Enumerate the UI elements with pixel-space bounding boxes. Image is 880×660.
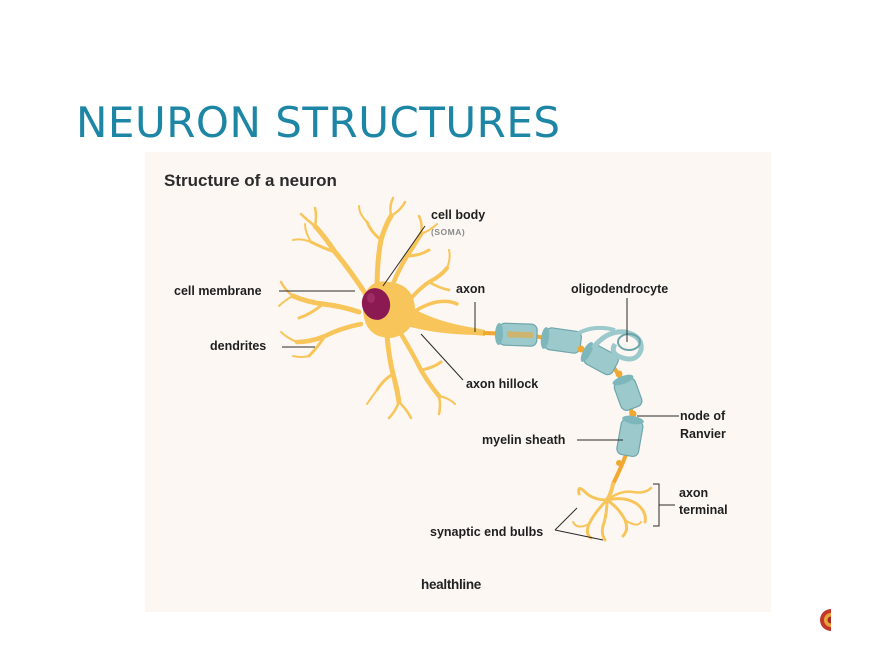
figure-title: Structure of a neuron	[164, 171, 337, 190]
label-myelin-sheath: myelin sheath	[482, 433, 565, 447]
label-axon-hillock: axon hillock	[466, 377, 538, 391]
axon-hillock-shape	[407, 306, 485, 336]
leader-lines	[279, 225, 679, 541]
label-axon-terminal-line1: axon	[679, 486, 708, 500]
myelinated-axon	[482, 322, 644, 485]
label-axon: axon	[456, 282, 485, 296]
healthline-logo: healthline	[421, 577, 482, 592]
label-soma: (SOMA)	[431, 227, 465, 237]
corner-emblem-icon	[819, 605, 831, 635]
label-oligodendrocyte: oligodendrocyte	[571, 282, 668, 296]
label-ranvier: Ranvier	[680, 427, 726, 441]
label-cell-membrane: cell membrane	[174, 284, 262, 298]
slide-title: NEURON STRUCTURES	[76, 98, 561, 147]
neuron-diagram: Structure of a neuron	[145, 152, 771, 612]
axon-terminal-illustration	[572, 482, 653, 542]
label-node-of: node of	[680, 409, 726, 423]
neuron-diagram-svg: Structure of a neuron	[164, 171, 728, 592]
label-synaptic-end-bulbs: synaptic end bulbs	[430, 525, 543, 539]
label-axon-terminal-line2: terminal	[679, 503, 728, 517]
label-dendrites: dendrites	[210, 339, 266, 353]
dendrites-illustration	[278, 196, 459, 420]
label-cell-body: cell body	[431, 208, 485, 222]
